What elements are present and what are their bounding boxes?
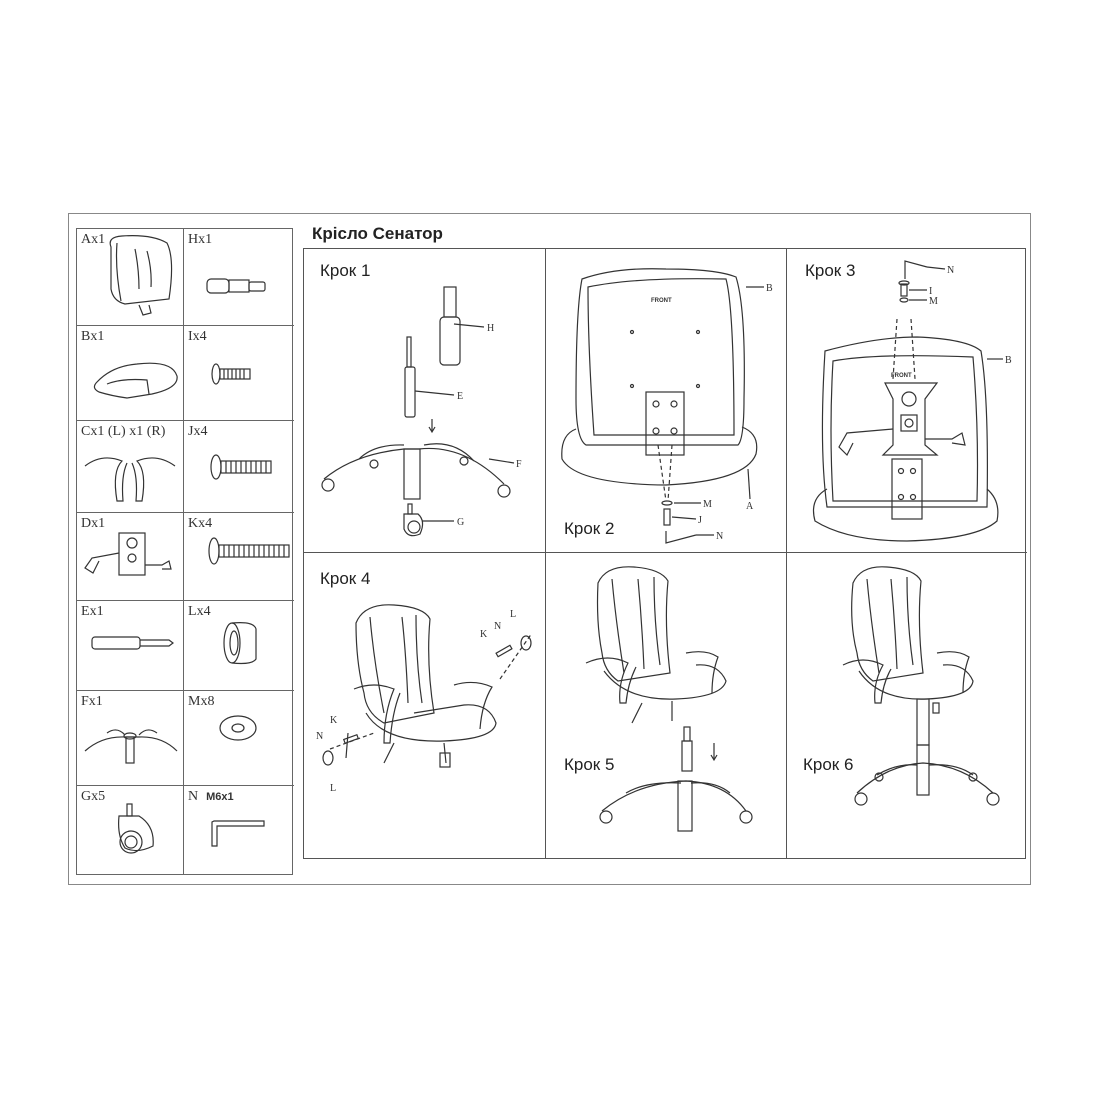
svg-text:FRONT: FRONT xyxy=(651,298,672,304)
part-k: Kx4 xyxy=(184,513,294,601)
step-1: Крок 1 H E F G xyxy=(304,249,546,553)
svg-text:K: K xyxy=(330,715,338,726)
part-c: Cx1 (L) x1 (R) xyxy=(77,421,184,513)
part-d: Dx1 xyxy=(77,513,184,601)
bolt-k-drawing xyxy=(208,537,290,565)
svg-text:M: M xyxy=(929,296,938,307)
armrests-drawing xyxy=(84,457,176,502)
part-b: Bx1 xyxy=(77,326,184,421)
step-5: Крок 5 xyxy=(546,553,787,858)
part-j: Jx4 xyxy=(184,421,294,513)
seat-drawing xyxy=(93,362,178,399)
bolt-j-drawing xyxy=(210,454,272,480)
assembly-steps: Крок 1 H E F G Крок 2 FRONT M J xyxy=(303,248,1027,859)
step-4-drawing: KNL KNL xyxy=(316,604,533,794)
gas-lift-cover-drawing xyxy=(206,278,266,294)
step-label: Крок 5 xyxy=(564,755,615,774)
part-m: Mx8 xyxy=(184,691,294,786)
part-i: Ix4 xyxy=(184,326,294,421)
page-title: Крісло Сенатор xyxy=(312,224,443,243)
svg-text:A: A xyxy=(746,501,754,512)
step-label: Крок 3 xyxy=(805,261,856,280)
bushing-drawing xyxy=(223,622,257,665)
svg-text:B: B xyxy=(766,283,773,294)
backrest-drawing xyxy=(109,235,173,316)
svg-text:J: J xyxy=(698,515,702,526)
step-1-drawing: H E F G xyxy=(321,286,522,537)
gas-lift-drawing xyxy=(91,636,174,650)
svg-text:FRONT: FRONT xyxy=(891,373,912,379)
svg-text:N: N xyxy=(947,265,954,276)
svg-text:E: E xyxy=(457,391,463,402)
step-3-drawing: N I M B FRONT xyxy=(812,260,1012,542)
svg-text:H: H xyxy=(487,323,494,334)
step-label: Крок 2 xyxy=(564,519,615,538)
instruction-sheet-border xyxy=(68,213,1031,885)
svg-text:F: F xyxy=(516,459,522,470)
svg-text:G: G xyxy=(457,517,464,528)
svg-text:N: N xyxy=(494,621,501,632)
svg-text:K: K xyxy=(480,629,488,640)
step-2: Крок 2 FRONT M J N B A xyxy=(546,249,787,553)
step-2-drawing: FRONT M J N B A xyxy=(561,268,773,544)
part-g: Gx5 xyxy=(77,786,184,874)
svg-text:L: L xyxy=(510,609,516,620)
part-f: Fx1 xyxy=(77,691,184,786)
step-label: Крок 6 xyxy=(803,755,854,774)
step-label: Крок 4 xyxy=(320,569,371,588)
part-e: Ex1 xyxy=(77,601,184,691)
part-a: Ax1 xyxy=(77,229,184,326)
svg-text:B: B xyxy=(1005,355,1012,366)
step-label: Крок 1 xyxy=(320,261,371,280)
step-3: Крок 3 N I M B FRONT xyxy=(787,249,1027,553)
step-6-drawing xyxy=(842,566,1000,806)
svg-text:L: L xyxy=(330,783,336,794)
step-6: Крок 6 xyxy=(787,553,1027,858)
svg-text:N: N xyxy=(316,731,323,742)
svg-text:N: N xyxy=(716,531,723,542)
svg-text:I: I xyxy=(929,286,932,297)
parts-list: Ax1 Hx1 Bx1 Ix4 Cx1 (L) x1 (R) Jx4 Dx1 K… xyxy=(76,228,294,875)
mechanism-drawing xyxy=(84,532,172,576)
step-5-drawing xyxy=(585,566,753,832)
caster-drawing xyxy=(118,803,154,854)
part-h: Hx1 xyxy=(184,229,294,326)
svg-text:M: M xyxy=(703,499,712,510)
bolt-i-drawing xyxy=(211,363,251,385)
washer-drawing xyxy=(219,715,257,741)
hex-key-drawing xyxy=(211,820,265,847)
base-drawing xyxy=(84,729,178,764)
part-l: Lx4 xyxy=(184,601,294,691)
